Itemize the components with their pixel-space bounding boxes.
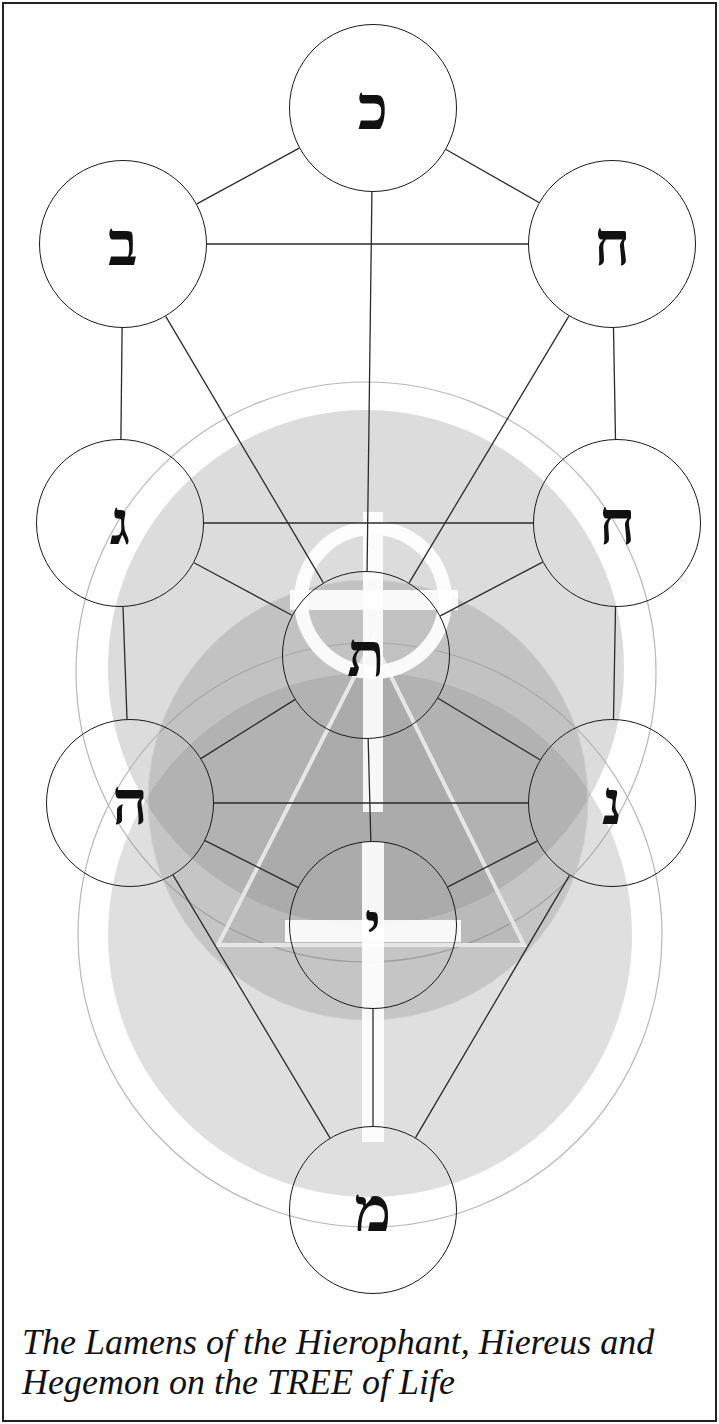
path-line [205, 841, 298, 888]
path-line [197, 148, 299, 204]
path-line [201, 700, 295, 759]
sephirah-circle: ח [533, 439, 701, 607]
path-line [121, 328, 122, 439]
path-line [416, 875, 570, 1137]
rose-cross-bar [290, 590, 458, 610]
hebrew-letter: ח [599, 492, 636, 554]
path-line [173, 875, 330, 1138]
path-line [438, 698, 540, 759]
sephirah-circle: ה [46, 719, 214, 887]
path-line [194, 563, 292, 616]
hebrew-letter: ה [112, 772, 148, 834]
hebrew-letter: נ [602, 772, 622, 834]
path-line [440, 562, 542, 616]
caption: The Lamens of the Hierophant, Hiereus an… [22, 1322, 662, 1403]
path-line [448, 841, 537, 887]
hebrew-letter: כ [358, 77, 388, 139]
hebrew-letter: ג [110, 492, 130, 554]
hebrew-letter: ח [594, 213, 631, 275]
hebrew-letter: ת [347, 624, 385, 686]
path-line [446, 150, 539, 203]
sephirah-circle: ג [36, 439, 204, 607]
hebrew-letter: מ [355, 1179, 392, 1241]
sephirah-circle: כ [289, 24, 457, 192]
path-line [207, 243, 528, 244]
path-line [367, 192, 372, 571]
calvary-cross-bar [362, 842, 384, 1142]
path-line [614, 328, 616, 439]
path-line [368, 739, 371, 841]
path-line [123, 607, 127, 719]
path-line [204, 522, 533, 523]
hebrew-letter: י [365, 894, 381, 956]
sephirah-circle: ח [528, 160, 696, 328]
sephirah-circle: ת [282, 571, 450, 739]
sephirah-circle: מ [289, 1126, 457, 1294]
path-line [409, 316, 569, 583]
sephirah-circle: י [289, 841, 457, 1009]
path-line [613, 607, 615, 719]
path-line [372, 1009, 373, 1126]
page-frame [3, 3, 716, 1421]
sephirah-circle: נ [528, 719, 696, 887]
path-line [214, 802, 528, 803]
path-line [166, 316, 323, 582]
sephirah-circle: ב [39, 160, 207, 328]
hebrew-letter: ב [108, 213, 138, 275]
